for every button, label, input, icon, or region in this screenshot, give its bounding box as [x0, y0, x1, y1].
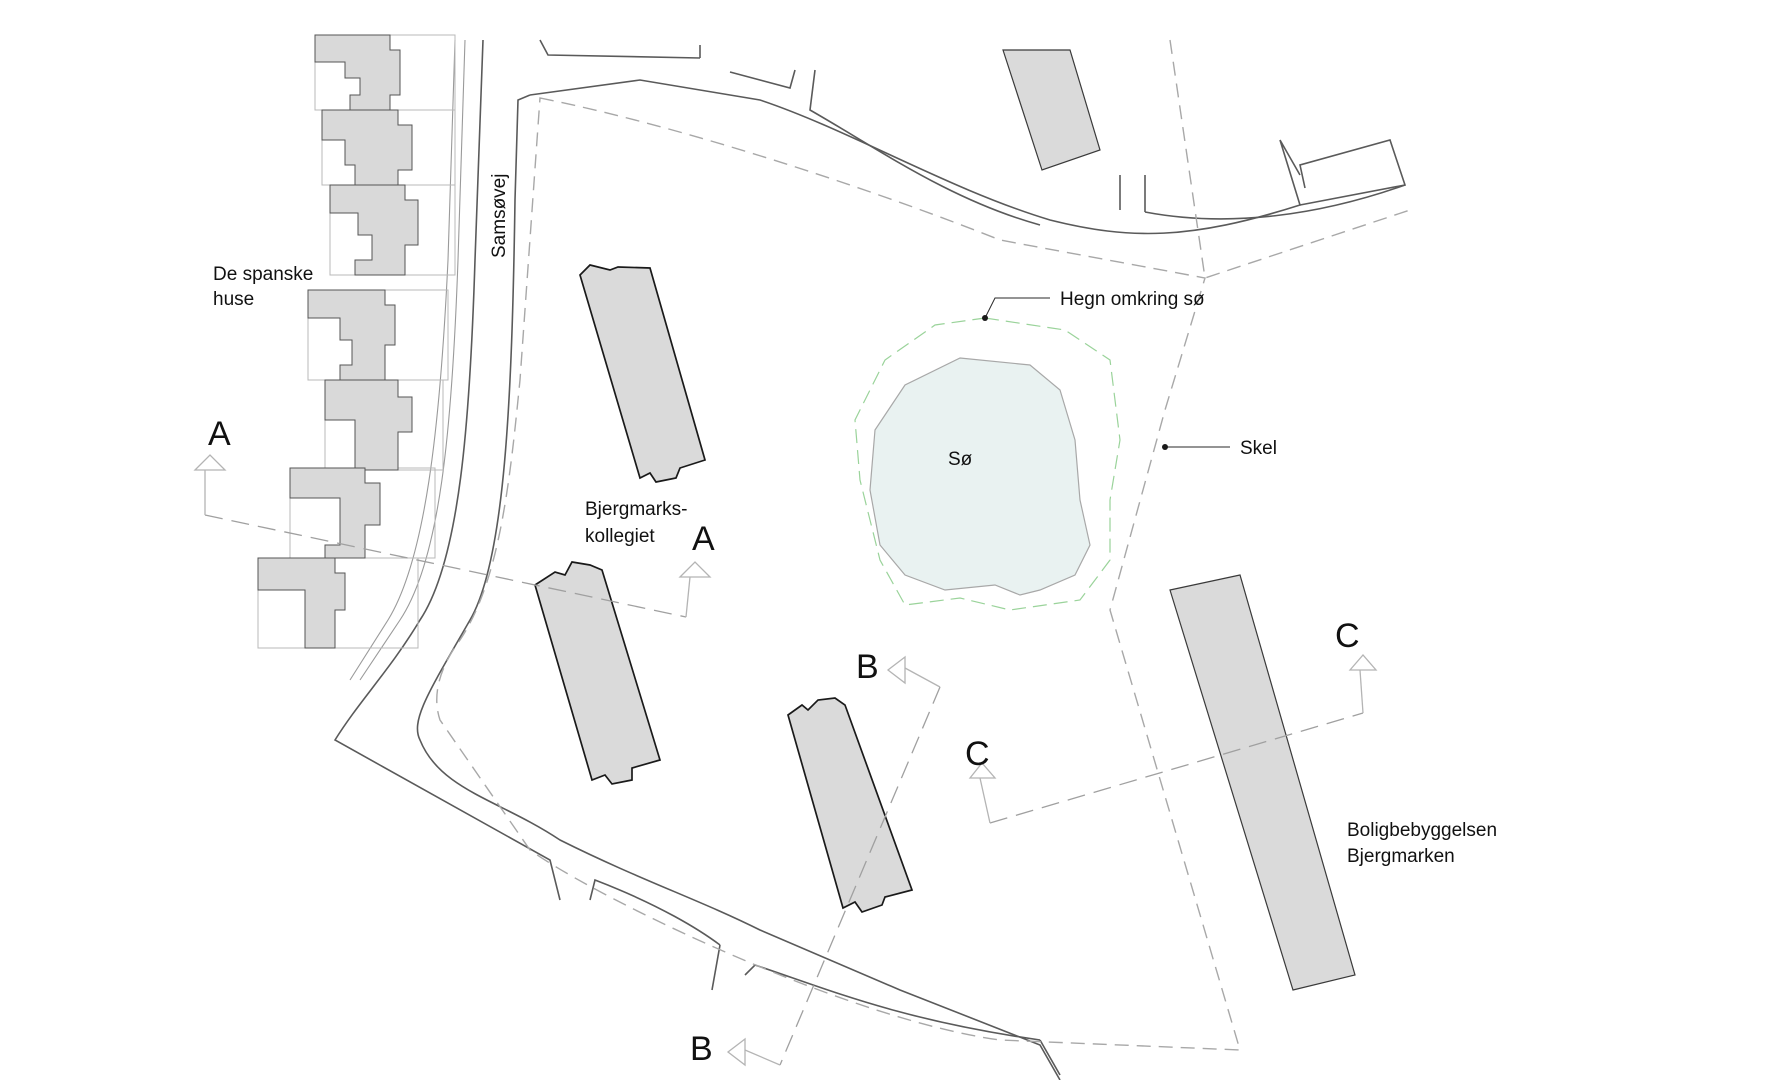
section-b-line — [779, 686, 941, 1066]
section-c — [968, 654, 1378, 824]
housing-label-2: Bjergmarken — [1347, 846, 1455, 867]
section-a-right-label: A — [692, 520, 715, 558]
fence-leader-dot — [982, 315, 988, 321]
house — [324, 379, 413, 471]
housing-label-1: Boligbebyggelsen — [1347, 820, 1497, 841]
boundary-label: Skel — [1240, 438, 1277, 459]
dorm-label-2: kollegiet — [585, 526, 655, 547]
section-c-right-label: C — [1335, 617, 1360, 655]
section-c-line — [989, 712, 1364, 824]
section-a-line — [204, 514, 687, 618]
section-c-right-arrow — [1348, 654, 1378, 671]
boundary-leader-dot — [1162, 444, 1168, 450]
house — [257, 557, 346, 649]
dorm-label-1: Bjergmarks- — [585, 499, 687, 520]
section-b — [726, 655, 941, 1067]
road-network — [333, 39, 1407, 1080]
street-label: Samsøvej — [489, 174, 510, 258]
house — [329, 184, 419, 276]
bjergmarken-building — [1169, 574, 1356, 991]
lake — [869, 357, 1091, 596]
section-b-bottom-label: B — [690, 1030, 713, 1068]
house — [289, 467, 381, 559]
section-a — [193, 454, 712, 618]
dormitory-buildings — [534, 264, 914, 914]
section-a-left-label: A — [208, 415, 231, 453]
section-a-right-arrow — [678, 561, 712, 578]
spanish-houses — [257, 34, 456, 649]
section-c-left-label: C — [965, 735, 990, 773]
property-boundary — [436, 97, 1241, 1051]
lake-fence — [854, 317, 1121, 611]
section-b-top-arrow — [886, 655, 906, 685]
house — [314, 34, 401, 111]
property-boundary-top — [1169, 39, 1411, 279]
house — [321, 109, 413, 186]
labels: De spanske huse Samsøvej Bjergmarks- kol… — [208, 174, 1497, 1068]
dorm-building-1 — [579, 264, 707, 483]
fence-label: Hegn omkring sø — [1060, 289, 1205, 310]
lake-label: Sø — [948, 449, 973, 470]
dorm-building-3 — [787, 697, 914, 914]
spanish-houses-label-2: huse — [213, 289, 254, 310]
spanish-houses-label-1: De spanske — [213, 264, 313, 285]
section-c-left-arrow — [968, 761, 997, 779]
dorm-building-2 — [534, 561, 662, 785]
section-b-top-label: B — [856, 648, 879, 686]
section-b-bottom-arrow — [726, 1037, 746, 1067]
house — [307, 289, 396, 381]
section-a-left-arrow — [193, 454, 227, 471]
north-building — [1002, 49, 1101, 171]
leaders — [982, 297, 1230, 450]
